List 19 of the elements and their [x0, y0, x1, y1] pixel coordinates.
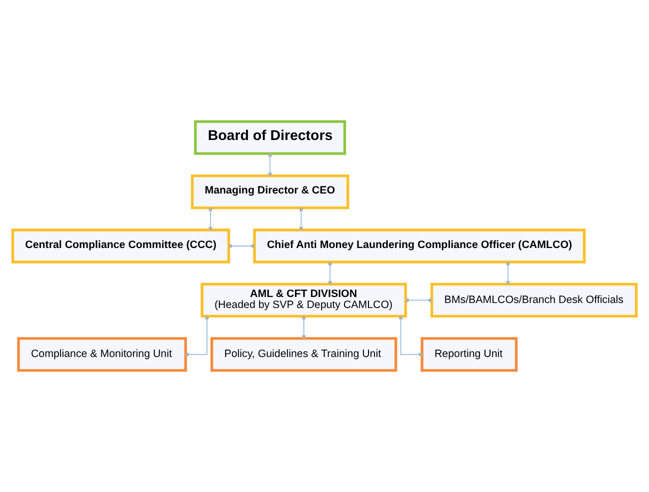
- connector: [506, 262, 510, 284]
- node-box: Central Compliance Committee (CCC): [11, 228, 230, 264]
- node-box: Chief Anti Money Laundering Compliance Officer (CAMLCO): [253, 228, 586, 264]
- connector: [185, 316, 209, 356]
- connector: [228, 244, 255, 248]
- connector: [268, 153, 272, 176]
- node-box: Reporting Unit: [420, 337, 518, 372]
- connector: [398, 316, 422, 356]
- connector: [302, 316, 306, 339]
- node-box: BMs/BAMLCOs/Branch Desk Officials: [430, 282, 638, 318]
- node-box: Policy, Guidelines & Training Unit: [210, 337, 398, 372]
- connector: [299, 208, 304, 230]
- connector: [328, 262, 332, 284]
- node-box: Compliance & Monitoring Unit: [17, 337, 187, 372]
- connector: [405, 298, 432, 302]
- node-box: Board of Directors: [194, 120, 346, 155]
- node-box: Managing Director & CEO: [190, 174, 350, 210]
- connector: [208, 208, 212, 230]
- node-box: AML & CFT DIVISION (Headed by SVP & Deputy CAMLCO): [200, 282, 407, 318]
